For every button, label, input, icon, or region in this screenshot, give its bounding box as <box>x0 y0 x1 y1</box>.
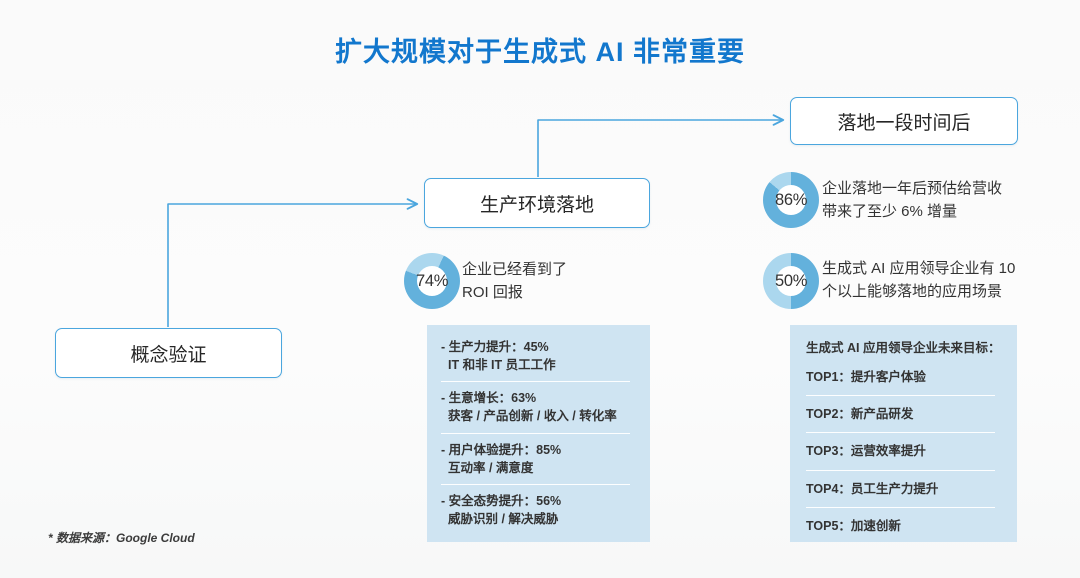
stat-line: 企业已经看到了 <box>462 261 568 278</box>
stat-line: 带来了至少 6% 增量 <box>822 203 958 221</box>
benefit-sub: IT 和非 IT 员工工作 <box>448 358 556 373</box>
stat-text-roi: 企业已经看到了 ROI 回报 <box>462 258 712 305</box>
benefit-title: - 生产力提升：45% <box>441 340 549 354</box>
data-source-footnote: * 数据来源：Google Cloud <box>48 531 195 545</box>
benefit-sub: 互动率 / 满意度 <box>448 460 534 475</box>
page-title: 扩大规模对于生成式 AI 非常重要 <box>334 37 745 67</box>
donut-chart-usecases-50: 50% <box>763 253 819 309</box>
divider <box>441 483 631 485</box>
stat-line: ROI 回报 <box>462 284 523 302</box>
divider <box>806 506 996 508</box>
benefit-title: - 用户体验提升：85% <box>441 442 562 457</box>
donut-percent-label: 74% <box>415 271 449 290</box>
benefit-sub: 威胁识别 / 解决威胁 <box>448 511 559 526</box>
connector-prod-to-after <box>537 114 785 177</box>
goal-item-top2: TOP2：新产品研发 <box>806 407 914 422</box>
donut-percent-label: 86% <box>774 190 808 209</box>
divider <box>806 469 996 471</box>
stat-line: 个以上能够落地的应用场景 <box>822 283 1003 301</box>
stage-box-after-launch: 落地一段时间后 <box>790 97 1018 145</box>
goal-item-top5: TOP5：加速创新 <box>806 518 901 533</box>
goal-item-top4: TOP4：员工生产力提升 <box>806 481 939 496</box>
donut-chart-roi-74: 74% <box>404 253 460 309</box>
benefit-item-business-growth: - 生意增长：63% 获客 / 产品创新 / 收入 / 转化率 <box>441 389 636 425</box>
goal-item-top1: TOP1：提升客户体验 <box>806 370 926 385</box>
donut-chart-revenue-86: 86% <box>763 172 819 228</box>
benefit-title: - 安全态势提升：56% <box>441 493 562 508</box>
stage-label: 生产环境落地 <box>479 194 594 216</box>
panel-production-benefits: - 生产力提升：45% IT 和非 IT 员工工作 - 生意增长：63% 获客 … <box>427 325 650 542</box>
stat-text-usecases: 生成式 AI 应用领导企业有 10 个以上能够落地的应用场景 <box>822 257 1072 304</box>
stage-box-production-launch: 生产环境落地 <box>424 178 650 228</box>
goal-item-top3: TOP3：运营效率提升 <box>806 444 926 459</box>
divider <box>441 432 631 434</box>
stat-line: 企业落地一年后预估给营收 <box>822 180 1003 197</box>
stage-box-proof-of-concept: 概念验证 <box>55 328 282 378</box>
benefit-item-productivity: - 生产力提升：45% IT 和非 IT 员工工作 <box>441 338 636 374</box>
benefit-item-user-experience: - 用户体验提升：85% 互动率 / 满意度 <box>441 441 636 477</box>
benefit-title: - 生意增长：63% <box>441 391 537 406</box>
stat-line: 生成式 AI 应用领导企业有 10 <box>822 260 1016 277</box>
donut-percent-label: 50% <box>774 271 808 290</box>
connector-poc-to-prod <box>167 198 419 327</box>
stage-label: 落地一段时间后 <box>837 112 971 134</box>
benefit-sub: 获客 / 产品创新 / 收入 / 转化率 <box>448 409 617 424</box>
divider <box>806 395 996 397</box>
benefit-item-security: - 安全态势提升：56% 威胁识别 / 解决威胁 <box>441 492 636 528</box>
goals-header: 生成式 AI 应用领导企业未来目标： <box>806 341 1001 355</box>
stat-text-revenue: 企业落地一年后预估给营收 带来了至少 6% 增量 <box>822 177 1072 224</box>
divider <box>806 432 996 434</box>
stage-label: 概念验证 <box>130 344 207 366</box>
divider <box>441 381 631 383</box>
panel-future-goals: 生成式 AI 应用领导企业未来目标： TOP1：提升客户体验 TOP2：新产品研… <box>790 325 1017 542</box>
